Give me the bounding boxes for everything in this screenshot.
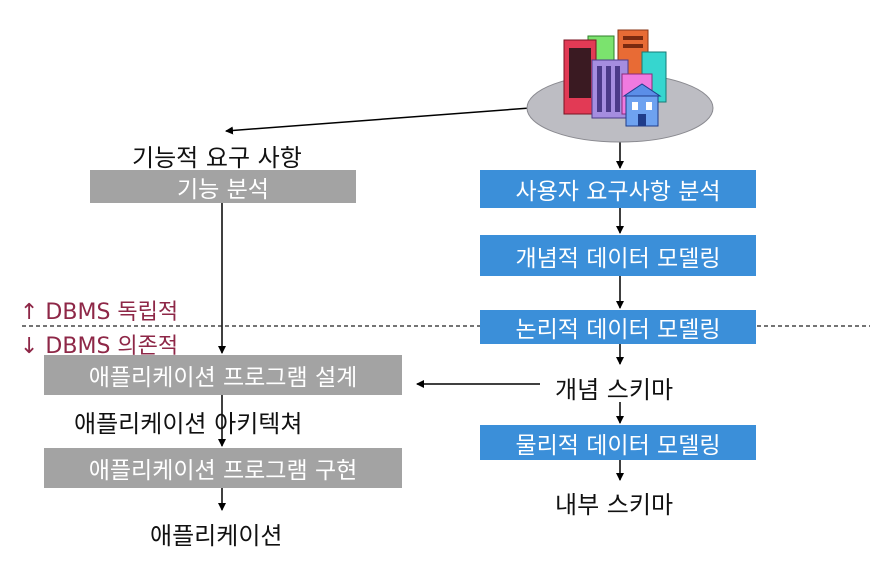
logical-modeling-text: 논리적 데이터 모델링: [515, 317, 721, 343]
application-label: 애플리케이션: [150, 522, 283, 550]
app-program-design-text: 애플리케이션 프로그램 설계: [88, 365, 358, 391]
app-program-impl-text: 애플리케이션 프로그램 구현: [88, 458, 358, 484]
app-program-impl-box: 애플리케이션 프로그램 구현: [44, 448, 402, 488]
arrow-to-functional-requirements: [225, 107, 531, 135]
user-requirements-analysis-box: 사용자 요구사항 분석: [480, 170, 756, 208]
conceptual-modeling-text: 개념적 데이터 모델링: [515, 245, 721, 272]
conceptual-modeling-box: 개념적 데이터 모델링: [480, 235, 756, 276]
functional-requirements-label: 기능적 요구 사항: [132, 144, 302, 172]
physical-modeling-box: 물리적 데이터 모델링: [480, 425, 756, 460]
office-buildings-icon: [526, 29, 714, 143]
dbms-independent-label: ↑ DBMS 독립적: [20, 300, 179, 325]
functional-analysis-box: 기능 분석: [90, 170, 356, 203]
app-program-design-box: 애플리케이션 프로그램 설계: [44, 355, 402, 395]
physical-modeling-text: 물리적 데이터 모델링: [515, 432, 721, 459]
dbms-dependent-label: ↓ DBMS 의존적: [20, 334, 179, 359]
logical-modeling-box: 논리적 데이터 모델링: [480, 310, 756, 344]
conceptual-schema-label: 개념 스키마: [555, 376, 674, 404]
internal-schema-label: 내부 스키마: [555, 491, 674, 519]
functional-analysis-text: 기능 분석: [177, 176, 269, 203]
user-requirements-analysis-text: 사용자 요구사항 분석: [515, 179, 721, 205]
app-architecture-label: 애플리케이션 아키텍쳐: [74, 410, 303, 438]
